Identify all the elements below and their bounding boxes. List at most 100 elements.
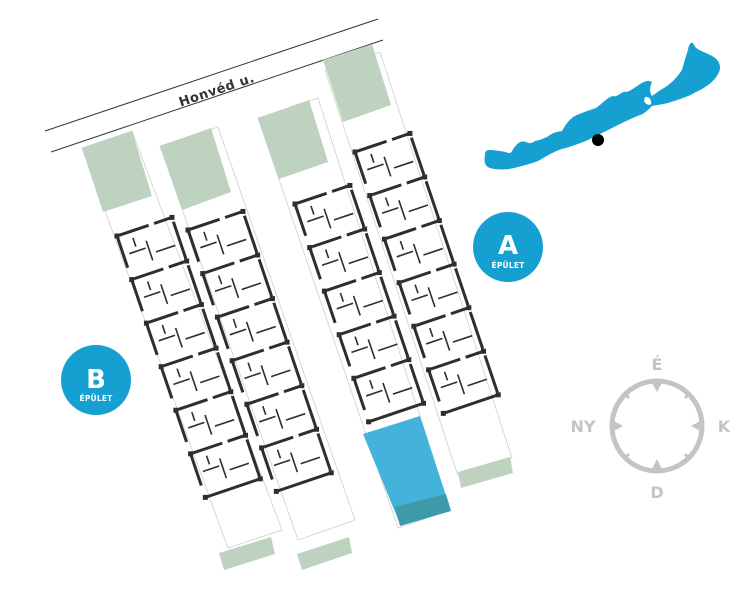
column bbox=[169, 214, 175, 220]
wall bbox=[244, 372, 262, 380]
column bbox=[292, 201, 298, 207]
wall bbox=[363, 299, 383, 308]
wall bbox=[406, 175, 425, 185]
wall bbox=[189, 371, 198, 392]
wall bbox=[170, 288, 191, 297]
badge-circle[interactable] bbox=[473, 212, 543, 282]
wall bbox=[393, 160, 414, 169]
wall bbox=[247, 362, 252, 372]
column bbox=[255, 252, 261, 258]
compass-arrow-north bbox=[651, 381, 663, 392]
column bbox=[436, 218, 442, 224]
badge-circle[interactable] bbox=[61, 345, 131, 415]
column bbox=[391, 313, 397, 319]
column bbox=[259, 445, 265, 451]
wall bbox=[429, 327, 434, 338]
wall bbox=[242, 215, 259, 254]
apartment-unit-selected[interactable] bbox=[363, 416, 451, 526]
wall bbox=[133, 267, 164, 281]
wall bbox=[161, 324, 167, 334]
wall bbox=[258, 415, 276, 423]
wall bbox=[355, 366, 386, 379]
wall bbox=[348, 256, 369, 265]
wall bbox=[273, 459, 291, 467]
floor-plans bbox=[114, 130, 501, 500]
wall bbox=[230, 395, 247, 434]
wall bbox=[383, 156, 392, 177]
column bbox=[336, 332, 342, 338]
wall bbox=[203, 231, 208, 241]
column bbox=[284, 339, 290, 345]
column bbox=[451, 261, 457, 267]
building-b-sublabel: ÉPÜLET bbox=[80, 394, 114, 403]
column bbox=[422, 174, 428, 180]
column bbox=[314, 426, 320, 432]
building-a-badge[interactable]: A ÉPÜLET bbox=[473, 212, 543, 282]
wall bbox=[415, 314, 446, 327]
wall bbox=[369, 379, 374, 390]
gardens-south bbox=[219, 457, 513, 570]
wall bbox=[454, 267, 470, 306]
wall bbox=[275, 408, 284, 429]
wall bbox=[440, 381, 458, 389]
lake-balaton-locator bbox=[484, 42, 720, 170]
apartment-unit-highlight[interactable] bbox=[363, 416, 451, 524]
wall bbox=[382, 382, 391, 403]
wall bbox=[129, 247, 146, 255]
building-b-badge[interactable]: B ÉPÜLET bbox=[61, 345, 131, 415]
wall bbox=[465, 349, 484, 359]
wall bbox=[367, 163, 384, 171]
wall bbox=[229, 462, 250, 471]
garden bbox=[258, 100, 328, 179]
wall bbox=[301, 389, 318, 428]
wall bbox=[145, 240, 154, 261]
apartment-unit-terrace[interactable] bbox=[395, 494, 451, 526]
wall bbox=[349, 189, 366, 228]
wall bbox=[285, 412, 306, 421]
wall bbox=[168, 259, 187, 269]
wall bbox=[390, 358, 409, 368]
wall bbox=[423, 247, 443, 256]
wall bbox=[336, 302, 354, 310]
column bbox=[244, 401, 250, 407]
wall bbox=[308, 247, 322, 280]
wall bbox=[401, 270, 432, 284]
compass-arrow-south bbox=[651, 459, 663, 471]
compass-label-north: É bbox=[652, 355, 663, 374]
wall bbox=[307, 215, 324, 223]
wall bbox=[298, 427, 317, 437]
column bbox=[307, 245, 313, 251]
column bbox=[228, 389, 234, 395]
column bbox=[200, 271, 206, 277]
wall bbox=[118, 223, 150, 237]
wall bbox=[352, 378, 367, 411]
street-edge-north bbox=[44, 18, 379, 132]
wall bbox=[368, 195, 382, 228]
wall bbox=[155, 244, 176, 253]
wall bbox=[260, 447, 274, 481]
wall bbox=[224, 210, 243, 219]
wall bbox=[321, 258, 339, 267]
wall bbox=[408, 363, 425, 402]
building-b-letter: B bbox=[86, 365, 106, 395]
wall bbox=[115, 235, 130, 269]
wall bbox=[205, 455, 211, 465]
wall bbox=[427, 287, 436, 308]
column bbox=[185, 227, 191, 233]
wall bbox=[174, 327, 183, 348]
wall bbox=[293, 203, 308, 237]
wall bbox=[245, 404, 260, 437]
wall bbox=[375, 314, 395, 324]
column bbox=[376, 270, 382, 276]
column bbox=[188, 451, 194, 457]
garden bbox=[458, 457, 513, 488]
column bbox=[184, 258, 190, 264]
wall bbox=[234, 348, 265, 362]
wall bbox=[201, 273, 215, 306]
wall bbox=[176, 368, 181, 378]
wall bbox=[365, 389, 383, 397]
column bbox=[407, 130, 413, 136]
wall bbox=[352, 295, 361, 316]
wall bbox=[130, 279, 144, 312]
